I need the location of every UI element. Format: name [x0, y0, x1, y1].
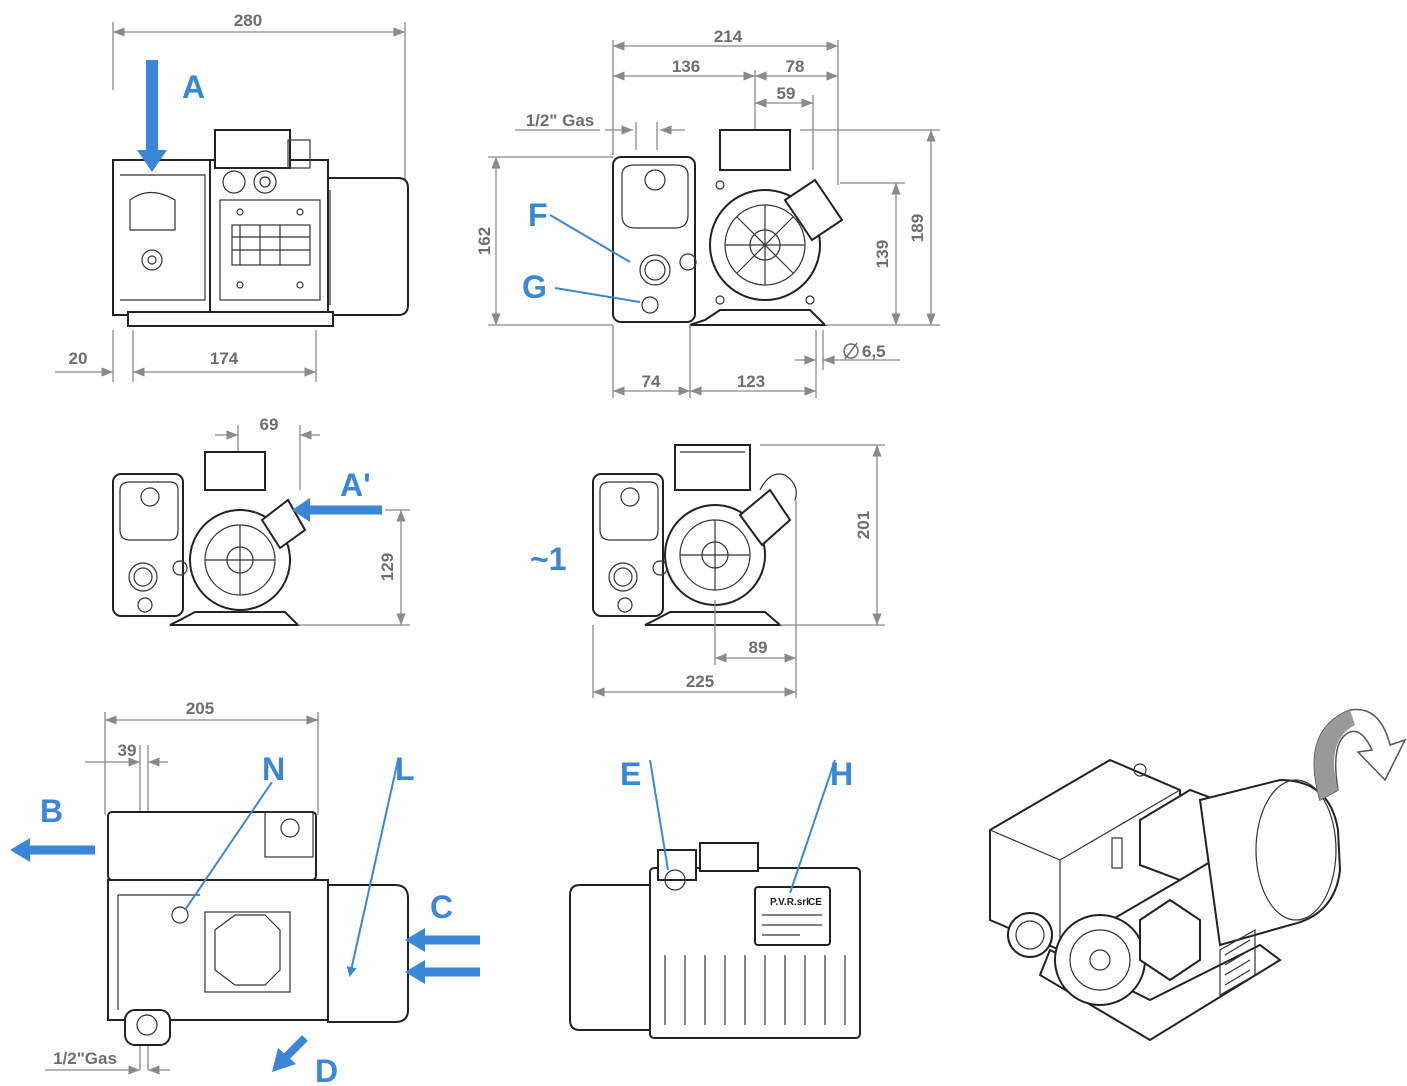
label-b: B [40, 793, 63, 829]
view-rear: P.V.R.srl CE E H [569, 756, 861, 1039]
label-d: D [315, 1053, 338, 1086]
view-side-top: 280 A 20 1 [55, 11, 409, 382]
view-front: 214 136 78 59 1/2" Gas 162 [475, 27, 940, 398]
dim-214: 214 [714, 27, 743, 46]
view-plan: 205 39 B C D N L [10, 699, 480, 1086]
rotation-arrow-icon [1313, 708, 1407, 802]
dim-78: 78 [786, 57, 805, 76]
label-a: A [182, 69, 205, 105]
dim-129: 129 [378, 553, 397, 581]
view-front-alt-1: 69 A' 129 [112, 415, 410, 626]
nameplate-brand: P.V.R.srl [770, 897, 809, 908]
dim-74: 74 [642, 372, 661, 391]
dim-59: 59 [777, 84, 796, 103]
label-h: H [830, 756, 853, 792]
nameplate-mark: CE [808, 897, 822, 908]
dim-half-gas: 1/2" Gas [526, 111, 595, 130]
dim-189: 189 [908, 214, 927, 242]
dim-123: 123 [737, 372, 765, 391]
label-l: L [395, 751, 415, 787]
view-front-alt-2: ~1 201 89 225 [530, 444, 885, 698]
label-e: E [620, 756, 641, 792]
label-g: G [522, 269, 547, 305]
label-a-prime: A' [340, 467, 371, 503]
dim-136: 136 [672, 57, 700, 76]
dim-205: 205 [186, 699, 214, 718]
dim-69: 69 [260, 415, 279, 434]
dim-plan-half-gas: 1/2"Gas [53, 1049, 117, 1068]
label-approx: ~1 [530, 541, 566, 577]
dim-174: 174 [210, 349, 239, 368]
dim-hole: 6,5 [862, 342, 886, 361]
dim-201: 201 [854, 511, 873, 539]
dim-89: 89 [749, 638, 768, 657]
view-isometric [989, 708, 1407, 1042]
diameter-icon [843, 342, 859, 360]
label-f: F [528, 197, 548, 233]
dim-139: 139 [873, 240, 892, 268]
dim-162: 162 [475, 227, 494, 255]
dim-280: 280 [234, 11, 262, 30]
label-n: N [262, 751, 285, 787]
dim-225: 225 [686, 672, 714, 691]
dim-39: 39 [118, 741, 137, 760]
dim-20: 20 [69, 349, 88, 368]
label-c: C [430, 889, 453, 925]
